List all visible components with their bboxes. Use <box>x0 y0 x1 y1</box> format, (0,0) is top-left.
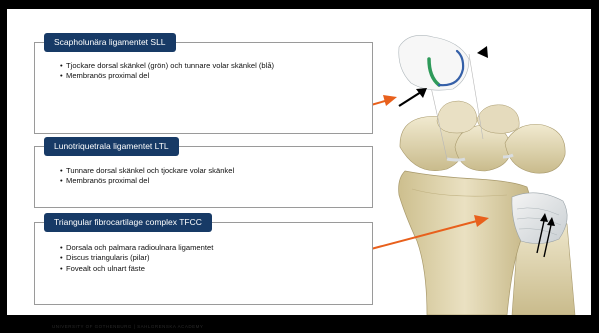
footer-text: UNIVERSITY OF GOTHENBURG | SAHLGRENSKA A… <box>52 324 203 329</box>
sll-inset <box>399 35 469 90</box>
inset-arrow-right <box>477 46 488 58</box>
ltl-bullets: Tunnare dorsal skänkel och tjockare vola… <box>60 166 364 187</box>
tfcc-bullet-3: Fovealt och ulnart fäste <box>60 264 364 274</box>
capitate-bone <box>437 101 477 133</box>
sll-bullets: Tjockare dorsal skänkel (grön) och tunna… <box>60 61 364 82</box>
ltl-info-box: Lunotriquetrala ligamentet LTL Tunnare d… <box>34 146 373 208</box>
sll-bullet-2: Membranös proximal del <box>60 71 364 81</box>
ltl-bullet-1: Tunnare dorsal skänkel och tjockare vola… <box>60 166 364 176</box>
ltl-bullet-2: Membranös proximal del <box>60 176 364 186</box>
inset-arrow-left <box>399 92 421 106</box>
slide: Scapholunära ligamentet SLL Tjockare dor… <box>7 9 591 315</box>
tfcc-title: Triangular fibrocartilage complex TFCC <box>44 213 212 232</box>
ltl-title: Lunotriquetrala ligamentet LTL <box>44 137 179 156</box>
triquetrum-bone <box>505 124 565 173</box>
sll-title: Scapholunära ligamentet SLL <box>44 33 176 52</box>
tfcc-bullets: Dorsala och palmara radioulnara ligament… <box>60 243 364 274</box>
sll-bullet-1: Tjockare dorsal skänkel (grön) och tunna… <box>60 61 364 71</box>
hamate-bone <box>477 105 519 134</box>
tfcc-bullet-2: Discus triangularis (pilar) <box>60 253 364 263</box>
tfcc-ligament <box>512 193 567 244</box>
radius-bone <box>399 171 531 315</box>
sll-info-box: Scapholunära ligamentet SLL Tjockare dor… <box>34 42 373 134</box>
callout-arrow-sll <box>371 101 385 105</box>
tfcc-info-box: Triangular fibrocartilage complex TFCC D… <box>34 222 373 305</box>
tfcc-bullet-1: Dorsala och palmara radioulnara ligament… <box>60 243 364 253</box>
